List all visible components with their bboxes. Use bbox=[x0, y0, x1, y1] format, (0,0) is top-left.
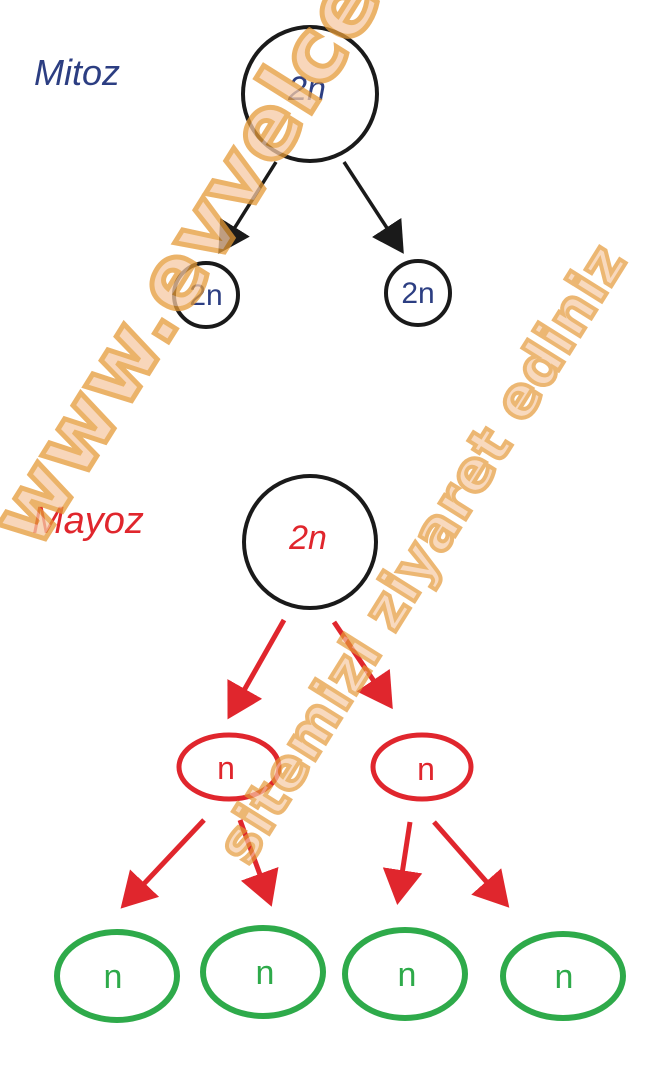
mitoz-child-label-2: 2n bbox=[401, 277, 434, 310]
mayoz-arrow-left bbox=[227, 618, 287, 720]
mayoz-level1-cell-2 bbox=[370, 732, 474, 802]
mayoz-level2-cell-2 bbox=[200, 925, 326, 1019]
mitoz-title: Mitoz bbox=[34, 52, 121, 93]
mayoz-level2-label-1: n bbox=[104, 958, 123, 996]
mitoz-arrow-right bbox=[342, 161, 404, 254]
mayoz-arrow-right bbox=[331, 620, 393, 710]
mayoz-level2-label-4: n bbox=[555, 958, 574, 996]
mitoz-arrow-left bbox=[218, 161, 278, 254]
mitosis-group: 2n 2n 2n bbox=[172, 25, 452, 329]
mayoz-level1-cell-1 bbox=[176, 732, 282, 802]
mayoz-level1-label-1: n bbox=[217, 750, 235, 786]
mayoz-level2-cell-4 bbox=[500, 931, 626, 1021]
mayoz-level2-label-2: n bbox=[256, 954, 275, 992]
mayoz-arrow-lr bbox=[237, 819, 279, 907]
mayoz-arrow-ll bbox=[120, 818, 206, 909]
mayoz-level2-cell-1 bbox=[54, 929, 180, 1023]
mitoz-parent-cell bbox=[241, 25, 379, 163]
meiosis-group: 2n n n n n n n bbox=[54, 474, 626, 1023]
mitoz-child-label-1: 2n bbox=[189, 279, 222, 312]
mitoz-child-cell-1 bbox=[172, 261, 240, 329]
mayoz-title: Mayoz bbox=[32, 500, 144, 542]
mayoz-parent-label: 2n bbox=[288, 519, 327, 557]
mayoz-level1-label-2: n bbox=[417, 751, 435, 787]
mayoz-level2-cell-3 bbox=[342, 927, 468, 1021]
mitoz-parent-label: 2n bbox=[287, 70, 326, 108]
mayoz-level2-label-3: n bbox=[398, 956, 417, 994]
mayoz-arrow-rl bbox=[382, 821, 423, 905]
mayoz-arrow-rr bbox=[432, 820, 510, 908]
mayoz-parent-cell bbox=[242, 474, 378, 610]
mitoz-child-cell-2 bbox=[384, 259, 452, 327]
